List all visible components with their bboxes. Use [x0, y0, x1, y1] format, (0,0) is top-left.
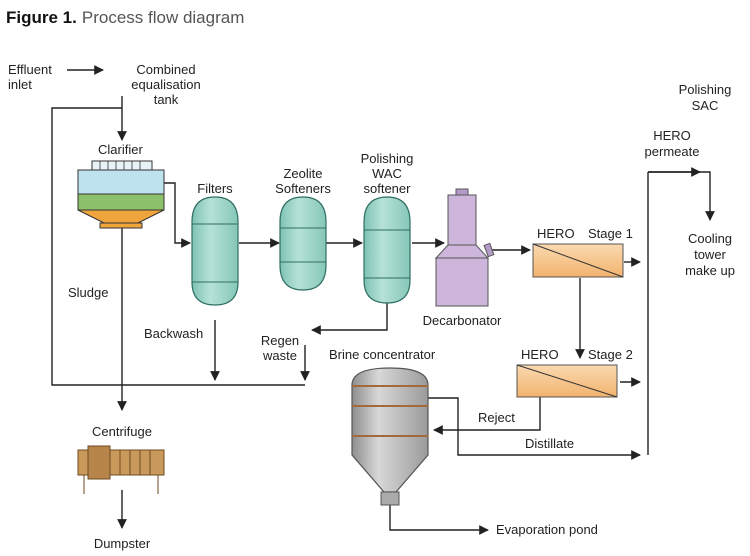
polishing-sac-label-line1: Polishing	[679, 82, 732, 97]
cooling-label-line1: Cooling	[688, 231, 732, 246]
decarbonator-label: Decarbonator	[423, 313, 502, 328]
polishing-wac-label-line1: Polishing	[361, 151, 414, 166]
hero-stage2-hero-label: HERO	[521, 347, 559, 362]
effluent-label-line2: inlet	[8, 77, 32, 92]
figure-title: Figure 1.Process flow diagram	[6, 8, 244, 27]
hero-stage1-stage-label: Stage 1	[588, 226, 633, 241]
clarifier	[77, 160, 165, 229]
combined-tank-label-line2: equalisation	[131, 77, 200, 92]
sludge-label: Sludge	[68, 285, 108, 300]
labels: Effluent inlet Combined equalisation tan…	[8, 62, 735, 551]
distillate-label: Distillate	[525, 436, 574, 451]
hero-permeate-label-line2: permeate	[645, 144, 700, 159]
hero-permeate-label-line1: HERO	[653, 128, 691, 143]
hero-stage-1	[532, 243, 624, 278]
regen-label-line1: Regen	[261, 333, 299, 348]
evaporation-pond-label: Evaporation pond	[496, 522, 598, 537]
polishing-sac-label-line2: SAC	[692, 98, 719, 113]
zeolite-label-line1: Zeolite	[283, 166, 322, 181]
polishing-wac-label-line2: WAC	[372, 166, 402, 181]
brine-concentrator-label: Brine concentrator	[329, 347, 436, 362]
hero-stage-2	[516, 364, 618, 398]
centrifuge-label: Centrifuge	[92, 424, 152, 439]
dumpster-label: Dumpster	[94, 536, 151, 551]
cooling-label-line2: tower	[694, 247, 726, 262]
cooling-label-line3: make up	[685, 263, 735, 278]
clarifier-label: Clarifier	[98, 142, 143, 157]
filters-label: Filters	[197, 181, 233, 196]
brine-concentrator	[351, 367, 429, 506]
combined-tank-label-line1: Combined	[136, 62, 195, 77]
hero-stage1-hero-label: HERO	[537, 226, 575, 241]
zeolite-softener-vessel	[279, 196, 327, 291]
zeolite-label-line2: Softeners	[275, 181, 331, 196]
polishing-wac-label-line3: softener	[364, 181, 412, 196]
combined-tank-label-line3: tank	[154, 92, 179, 107]
effluent-label-line1: Effluent	[8, 62, 52, 77]
polishing-wac-softener-vessel	[363, 196, 411, 304]
regen-label-line2: waste	[262, 348, 297, 363]
filters-vessel	[191, 196, 239, 306]
flow-lines	[51, 65, 715, 535]
centrifuge	[77, 445, 165, 494]
reject-label: Reject	[478, 410, 515, 425]
backwash-label: Backwash	[144, 326, 203, 341]
hero-stage2-stage-label: Stage 2	[588, 347, 633, 362]
decarbonator	[434, 188, 495, 307]
